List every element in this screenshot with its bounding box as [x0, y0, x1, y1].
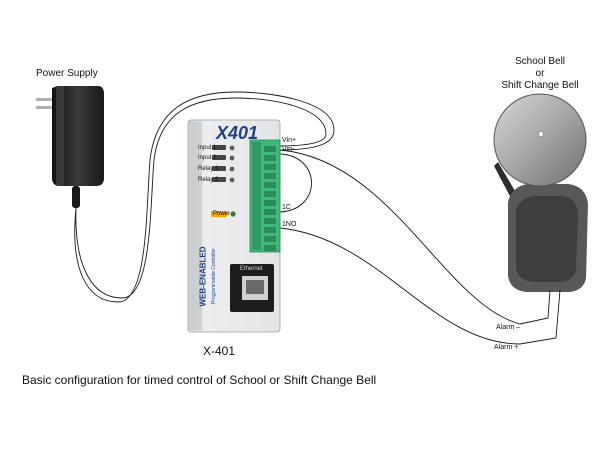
- power-adapter-icon: [36, 86, 104, 208]
- terminal-screws: [264, 146, 276, 251]
- terminal-screw: [264, 164, 276, 170]
- terminal-screw: [264, 236, 276, 242]
- device-brand-line1: WEB-ENABLED: [198, 246, 208, 307]
- terminal-relay-no: 1NO: [282, 221, 297, 228]
- terminal-screw: [264, 146, 276, 152]
- indicator-label-1: Input 1: [198, 145, 217, 151]
- terminal-screw: [264, 155, 276, 161]
- indicator-label-2: Input 2: [198, 155, 217, 161]
- terminal-screw: [264, 245, 276, 251]
- bell-label-line1: School Bell: [514, 56, 566, 67]
- terminal-screw: [264, 191, 276, 197]
- terminal-screw: [264, 182, 276, 188]
- terminal-screw: [264, 173, 276, 179]
- indicator-label-3: Relay 1: [198, 166, 219, 172]
- terminal-screw: [264, 209, 276, 215]
- school-bell-icon: [493, 93, 588, 292]
- diagram-caption: Basic configuration for timed control of…: [22, 373, 377, 387]
- wire-label-alarm-plus: Alarm +: [494, 344, 519, 351]
- power-supply-label: Power Supply: [36, 68, 98, 79]
- device-brand-line2: Programmable Controller: [211, 248, 217, 304]
- terminal-screw: [264, 218, 276, 224]
- device-name-label: X-401: [203, 344, 236, 358]
- device-logo: X401: [216, 123, 259, 143]
- terminal-relay-c: 1C: [282, 204, 291, 211]
- terminal-vin-minus: Vin-: [282, 146, 295, 153]
- terminal-screw: [264, 200, 276, 206]
- ethernet-label: Ethernet: [240, 266, 263, 272]
- wire-label-alarm-minus: Alarm –: [496, 324, 521, 331]
- bell-label-line3: Shift Change Bell: [501, 80, 579, 91]
- bell-label-line2: or: [535, 68, 545, 79]
- indicator-label-4: Relay 2: [198, 177, 219, 183]
- terminal-screw: [264, 227, 276, 233]
- power-indicator-label: Power: [213, 211, 231, 217]
- wiring: [74, 91, 561, 345]
- terminal-vin-plus: Vin+: [282, 137, 297, 144]
